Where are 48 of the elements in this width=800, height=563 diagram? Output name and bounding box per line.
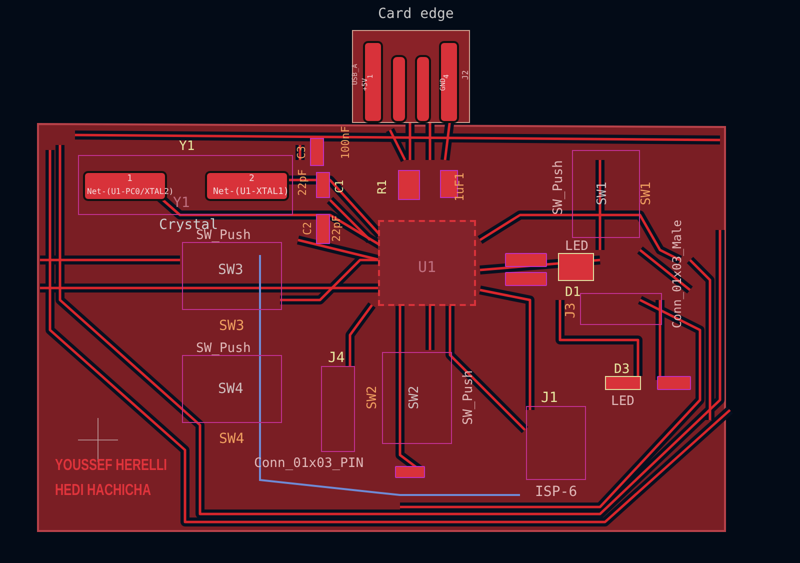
reference-designator: C2 (302, 222, 314, 236)
component-value: SW_Push (196, 342, 251, 355)
reference-designator: J1 (541, 391, 558, 405)
pad-name: Net-(U1-XTAL1) (213, 188, 289, 197)
reference-designator: SW2 (408, 386, 422, 410)
reference-designator: SW1 (640, 182, 654, 206)
component-value: 22pF (296, 169, 308, 196)
reference-designator: D3 (614, 363, 630, 376)
author-name: YOUSSEF HERELLI (55, 458, 168, 474)
contact-pad (363, 41, 383, 123)
reference-designator: J2 (462, 70, 470, 80)
reference-designator: C3 (296, 146, 308, 160)
microcontroller-footprint (378, 220, 476, 306)
reference-designator: U1 (418, 260, 436, 275)
reference-designator: R1 (376, 180, 388, 194)
component-value: 1uF1 (453, 172, 466, 202)
reference-designator: SW3 (218, 263, 244, 277)
reference-designator: J3 (564, 302, 578, 318)
reference-designator: D1 (565, 286, 581, 299)
reference-designator: Y1 (179, 140, 195, 153)
smd-pad (205, 171, 289, 201)
component-value: Conn_01x03_Male (671, 220, 684, 328)
resistor-footprint (505, 253, 547, 267)
component-value: LED (611, 395, 634, 408)
contact-pad (415, 55, 431, 123)
pad-number: 2 (249, 175, 254, 184)
resistor-footprint (395, 466, 425, 478)
resistor-footprint (657, 376, 691, 390)
pad-number: 1 (127, 175, 132, 184)
connector-label: Card edge (378, 7, 454, 21)
author-name: HEDI HACHICHA (55, 483, 151, 499)
component-value: 100nF (340, 126, 352, 160)
reference-designator: C1 (334, 180, 346, 194)
reference-designator: SW1 (596, 182, 610, 206)
component-value: SW_Push (552, 160, 565, 215)
component-value: ISP-6 (535, 485, 578, 499)
reference-designator: Y1 (173, 196, 190, 210)
contact-pad (391, 55, 407, 123)
reference-designator: J4 (328, 351, 345, 365)
component-value: 22pF (330, 215, 342, 242)
resistor-footprint (505, 272, 547, 286)
reference-designator: SW4 (218, 382, 244, 396)
component-value: SW_Push (462, 370, 475, 425)
component-value: LED (565, 240, 588, 253)
reference-designator: SW4 (219, 432, 244, 446)
reference-designator: SW3 (219, 319, 244, 333)
contact-pad (439, 41, 459, 123)
reference-designator: SW2 (366, 386, 380, 410)
